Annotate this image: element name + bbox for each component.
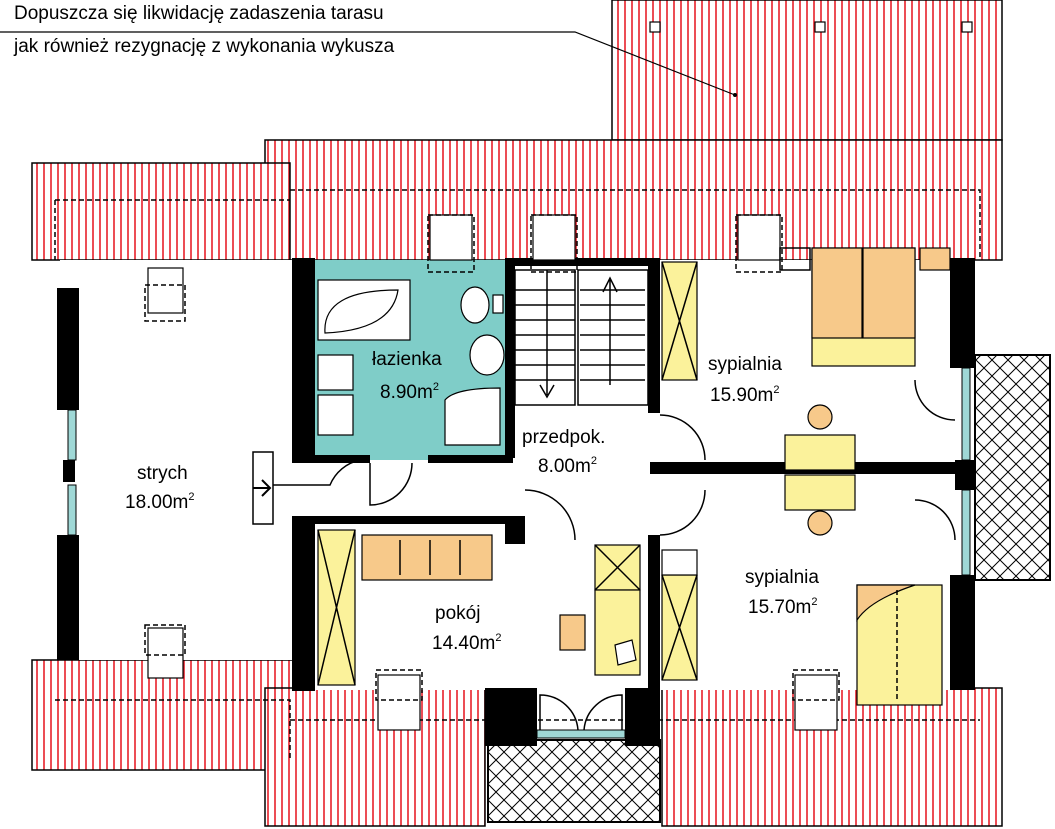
- roof-top-left: [31, 162, 291, 261]
- room-name: pokój: [435, 603, 480, 624]
- room-label-przedpok: przedpok. 8.00m2: [522, 427, 605, 477]
- room-name: przedpok.: [522, 427, 605, 448]
- roof-bottom-mid: [264, 687, 486, 827]
- room-label-pokoj: pokój 14.40m2: [432, 603, 502, 654]
- terrace-bottom: [487, 739, 661, 823]
- note-line-2: jak również rezygnację z wykonania wykus…: [13, 36, 395, 57]
- room-name: strych: [137, 463, 188, 484]
- room-area: 8.00m2: [538, 455, 597, 477]
- room-area: 18.00m2: [125, 491, 195, 513]
- bedroom1-furniture: [661, 247, 951, 471]
- room-label-sypialnia-1: sypialnia 15.90m2: [708, 354, 782, 406]
- windows: [67, 214, 971, 739]
- room-label-lazienka: łazienka 8.90m2: [372, 349, 442, 403]
- room-area: 15.90m2: [710, 384, 780, 406]
- room-name: sypialnia: [745, 567, 819, 588]
- room-name: sypialnia: [708, 354, 782, 375]
- roof-upper-right: [611, 0, 1003, 141]
- terrace-right: [974, 354, 1051, 581]
- room-area: 8.90m2: [380, 381, 439, 403]
- living-furniture: [317, 529, 641, 686]
- staircase: [514, 269, 649, 406]
- walls: [57, 258, 975, 746]
- room-label-strych: strych 18.00m2: [125, 463, 195, 513]
- room-area: 15.70m2: [748, 596, 818, 618]
- bathroom-fixtures: [317, 279, 505, 446]
- attic-floor: [60, 260, 292, 660]
- room-label-sypialnia-2: sypialnia 15.70m2: [745, 567, 819, 618]
- roof-top-main: [264, 139, 1003, 261]
- doors: [253, 379, 956, 731]
- room-area: 14.40m2: [432, 632, 502, 654]
- note-leader-line: [0, 31, 736, 96]
- room-name: łazienka: [372, 349, 442, 370]
- note-line-1: Dopuszcza się likwidację zadaszenia tara…: [14, 3, 384, 24]
- bedroom2-furniture: [661, 474, 943, 706]
